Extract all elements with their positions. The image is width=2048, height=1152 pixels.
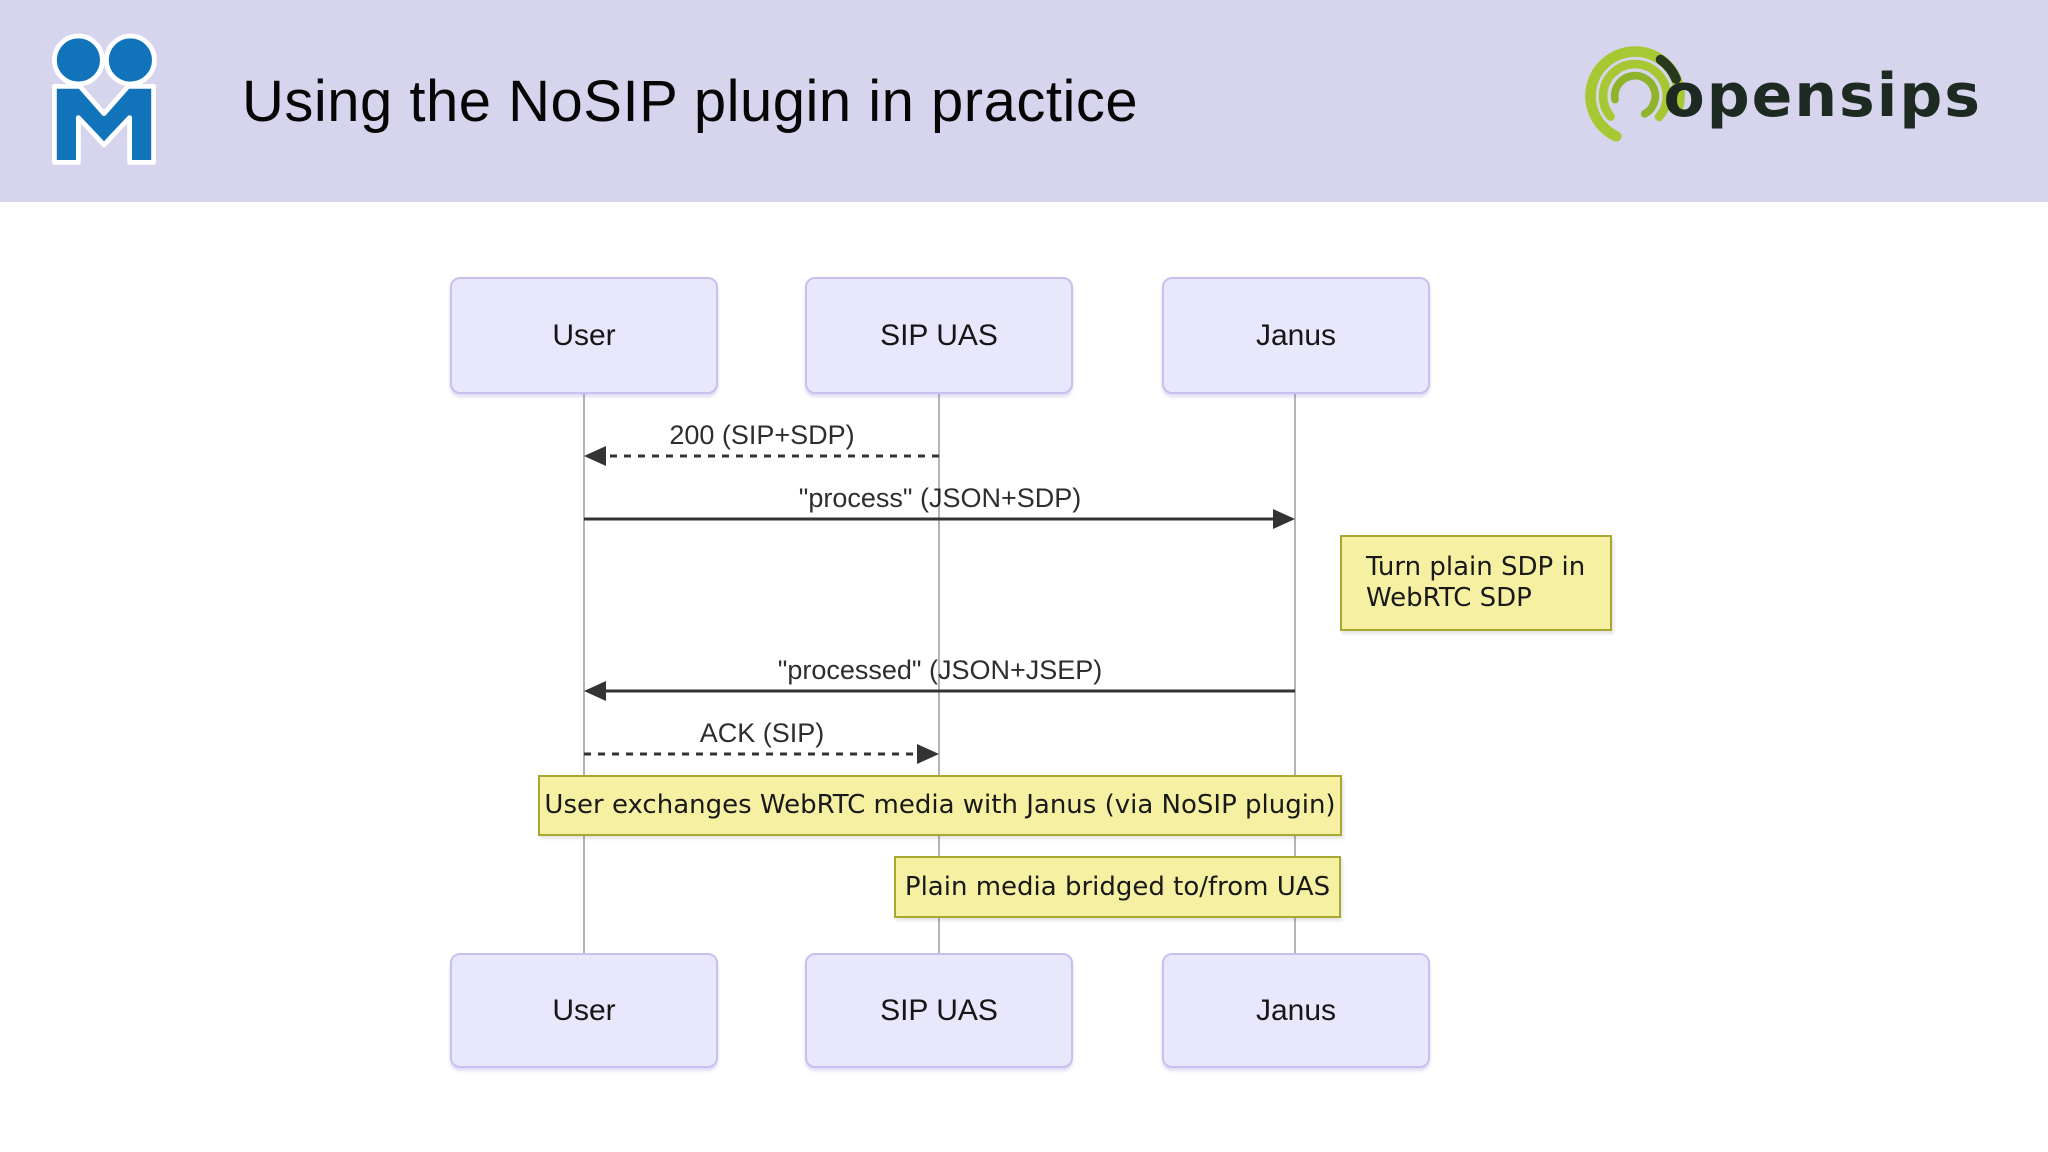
actor-label: User (552, 993, 616, 1027)
arrowhead-left-3 (584, 681, 606, 701)
actor-sipuas-top: SIP UAS (805, 277, 1073, 394)
note-turn-plain-sdp: Turn plain SDP in WebRTC SDP (1340, 535, 1612, 631)
arrowhead-left-1 (584, 446, 606, 466)
opensips-logo: opensips (1577, 32, 1982, 160)
message-label-processed: "processed" (JSON+JSEP) (777, 655, 1103, 685)
actor-janus-top: Janus (1162, 277, 1430, 394)
actor-label: SIP UAS (880, 993, 998, 1027)
actor-label: User (552, 318, 616, 352)
actor-user-top: User (450, 277, 718, 394)
opensips-swirl-icon (1585, 46, 1686, 146)
actor-label: Janus (1255, 993, 1337, 1027)
actor-janus-bottom: Janus (1162, 953, 1430, 1068)
message-label-process: "process" (JSON+SDP) (798, 483, 1082, 513)
arrowhead-right-4 (917, 744, 939, 764)
header-bar: Using the NoSIP plugin in practice opens… (0, 0, 2048, 202)
note-text: Turn plain SDP in WebRTC SDP (1366, 552, 1586, 613)
actor-user-bottom: User (450, 953, 718, 1068)
note-text: Plain media bridged to/from UAS (904, 871, 1331, 902)
arrowhead-right-2 (1273, 509, 1295, 529)
brand-name: opensips (1663, 61, 1982, 131)
note-plain-media-bridged: Plain media bridged to/from UAS (894, 856, 1341, 918)
note-text: User exchanges WebRTC media with Janus (… (544, 790, 1336, 820)
two-people-m-icon (52, 33, 157, 165)
actor-sipuas-bottom: SIP UAS (805, 953, 1073, 1068)
message-label-ack-sip: ACK (SIP) (699, 718, 825, 748)
actor-label: SIP UAS (880, 318, 998, 352)
actor-label: Janus (1255, 318, 1337, 352)
message-label-200-sip-sdp: 200 (SIP+SDP) (669, 420, 855, 450)
note-webrtc-media-exchange: User exchanges WebRTC media with Janus (… (538, 775, 1342, 836)
slide-title: Using the NoSIP plugin in practice (242, 68, 1139, 134)
